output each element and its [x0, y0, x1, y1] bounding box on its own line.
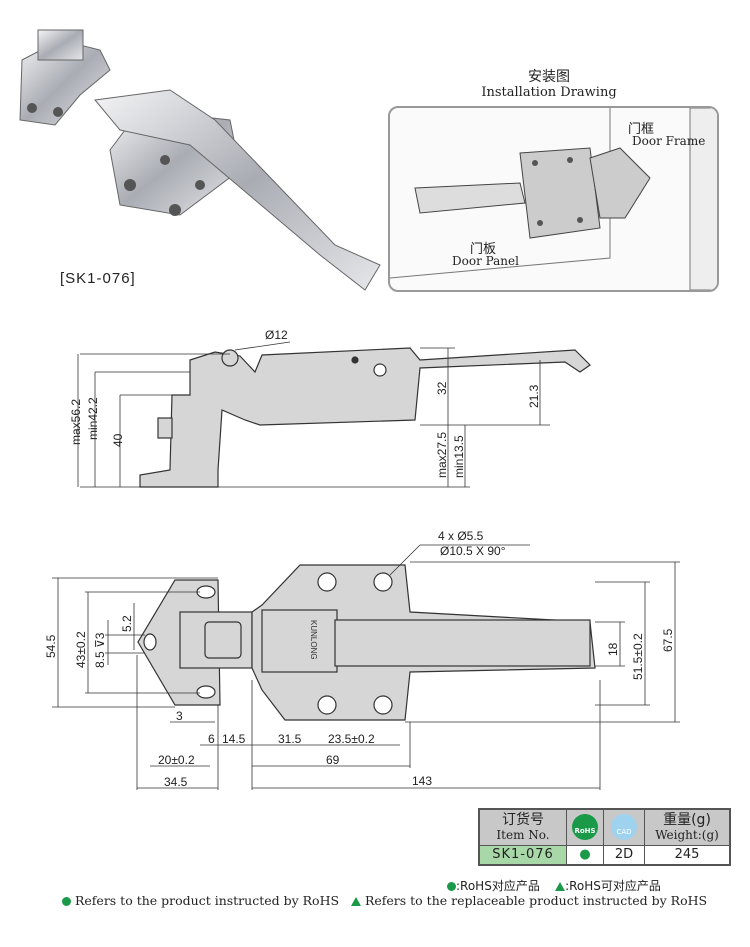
cad-icon: CAD	[611, 814, 637, 841]
dim-5-2: 5.2	[120, 615, 134, 632]
dim-14-5: 14.5	[222, 732, 246, 746]
product-photo	[19, 29, 381, 291]
dim-23-5: 23.5±0.2	[328, 732, 375, 746]
dim-max27-5: max27.5	[435, 432, 449, 478]
replaceable-triangle-icon	[555, 882, 566, 891]
installation-title-cn: 安装图	[528, 69, 570, 85]
strike-part	[19, 29, 111, 126]
cell-weight: 245	[644, 844, 731, 866]
header-item-cn: 订货号	[502, 811, 544, 828]
dim-holes: 4 x Ø5.5	[438, 529, 484, 543]
rohs-dot-icon	[62, 897, 71, 906]
header-item-en: Item No.	[496, 827, 550, 842]
header-weight: 重量(g) Weight:(g)	[644, 808, 731, 846]
legend-cn: :RoHS对应产品 :RoHS可对应产品	[447, 877, 661, 894]
rohs-dot-icon	[447, 882, 456, 891]
dim-countersink: Ø10.5 X 90°	[440, 544, 506, 558]
top-view-drawing: KUNLONG 4 x Ø5.5 Ø10.5 X 90° 54.5 43±0.2…	[44, 529, 680, 790]
dim-min13-5: min13.5	[452, 435, 466, 478]
dim-143: 143	[412, 774, 432, 788]
rohs-icon: RoHS	[572, 814, 598, 841]
header-rohs: RoHS	[566, 808, 604, 846]
door-panel-label-en: Door Panel	[452, 254, 519, 268]
header-weight-cn: 重量(g)	[663, 811, 711, 828]
legend-replaceable-en: Refers to the replaceable product instru…	[364, 893, 708, 908]
cell-rohs: ●	[566, 844, 604, 866]
legend-replaceable-cn: :RoHS可对应产品	[565, 879, 661, 893]
dim-d12: Ø12	[265, 328, 288, 342]
header-item-no: 订货号 Item No.	[478, 808, 567, 846]
door-frame-label-cn: 门框	[628, 122, 655, 137]
installation-title-en: Installation Drawing	[481, 85, 617, 100]
dim-8-5: 8.5 ⊽3	[93, 632, 107, 668]
table-row: SK1-076 ● 2D 245	[478, 844, 731, 866]
dim-21-3: 21.3	[527, 384, 541, 408]
replaceable-triangle-icon	[350, 897, 361, 906]
door-frame-label-en: Door Frame	[632, 134, 706, 148]
dim-31-5: 31.5	[278, 732, 302, 746]
dim-67-5: 67.5	[661, 628, 675, 652]
dim-43: 43±0.2	[74, 631, 88, 668]
dim-6: 6	[208, 732, 215, 746]
door-panel-label-cn: 门板	[470, 242, 497, 257]
dim-32: 32	[435, 381, 449, 395]
cell-item: SK1-076	[478, 844, 567, 866]
legend-rohs-en: Refers to the product instructed by RoHS	[74, 893, 340, 908]
dim-max56-2: max56.2	[69, 399, 83, 445]
dim-51-5: 51.5±0.2	[631, 633, 645, 680]
legend-rohs-cn: :RoHS对应产品	[456, 879, 540, 893]
dim-69: 69	[326, 753, 340, 767]
spec-table: 订货号 Item No. RoHS CAD 重量(g) Weight:(g) S…	[478, 808, 731, 866]
side-view-drawing: Ø12 max56.2 min42.2 40 32 21.3 max27.5 m…	[69, 328, 591, 488]
header-weight-en: Weight:(g)	[655, 827, 719, 842]
dim-18: 18	[606, 642, 620, 656]
brand-mark: KUNLONG	[309, 620, 318, 660]
dim-40: 40	[111, 433, 125, 447]
dim-20: 20±0.2	[158, 753, 195, 767]
installation-drawing-box: 门框 Door Frame 门板 Door Panel	[388, 106, 719, 292]
cell-cad: 2D	[603, 844, 645, 866]
dim-3: 3	[176, 709, 183, 723]
product-code-label: [SK1-076]	[60, 270, 136, 287]
header-cad: CAD	[603, 808, 645, 846]
latch-part	[94, 89, 381, 291]
installation-illustration	[390, 108, 717, 290]
dim-34-5: 34.5	[164, 775, 188, 789]
dim-min42-2: min42.2	[86, 397, 100, 440]
dim-54-5: 54.5	[44, 634, 58, 658]
legend-en: Refers to the product instructed by RoHS…	[62, 893, 707, 908]
spec-table-header: 订货号 Item No. RoHS CAD 重量(g) Weight:(g)	[478, 808, 731, 846]
